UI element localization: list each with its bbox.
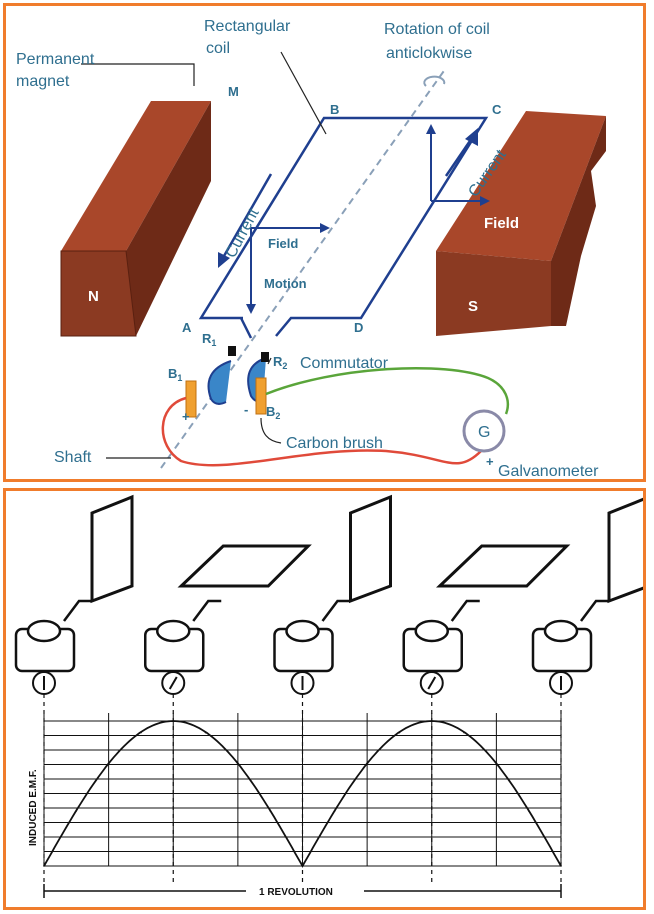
green-wire [265,366,510,415]
emf-point [172,720,175,722]
emf-point [140,731,142,734]
emf-graph: INDUCED E.M.F. 1 REVOLUTION [14,494,643,899]
commutator-ring [156,619,191,643]
y-axis-label: INDUCED E.M.F. [28,769,39,846]
emf-point [301,865,304,867]
coil-stage [402,544,571,886]
corner-d-label: D [354,320,363,335]
corner-b-label: B [330,102,339,117]
shaft-line [160,67,447,469]
x-label-bg [246,883,364,899]
current-arrow-left [222,173,273,257]
emf-point [430,720,433,722]
brush-leader-line [260,417,282,444]
rectangular-coil-label-2: coil [206,40,230,57]
permanent-magnet-label-2: magnet [16,73,70,90]
generator-diagram-panel: N S [3,3,646,482]
rotation-label-1: Rotation of coil [384,21,490,38]
coil-loop [607,497,643,604]
emf-point [334,810,336,812]
emf-point [366,762,368,764]
rectangular-coil-label-1: Rectangular [204,18,291,35]
emf-point [463,731,465,734]
commutator-label: Commutator [300,355,389,372]
corner-a-label: A [182,320,192,335]
coil-loop [177,544,312,588]
coil-loop [349,494,392,604]
coil-loop [90,494,134,604]
commutator-ring [414,619,449,643]
commutator [207,346,269,405]
corner-c-label: C [492,102,502,117]
generator-diagram: N S [16,18,606,479]
coil-leader-line [280,51,327,135]
commutator-leader-line [267,357,272,365]
emf-point [107,762,110,764]
galvanometer-symbol: G [478,424,490,441]
emf-point [495,762,498,764]
commutator-ring [26,619,62,643]
corner-m-label: M [228,84,239,99]
magnet-leader-line [81,63,195,86]
carbon-brush-label: Carbon brush [286,435,383,452]
commutator-ring [285,619,320,643]
emf-point [237,762,239,764]
north-pole-label: N [88,288,99,305]
b2-label: B2 [266,404,280,421]
south-pole-label: S [468,298,478,315]
galvanometer-icon [462,409,506,453]
galvanometer-plus-label: + [486,454,494,469]
minus-sign-label: - [244,402,248,417]
emf-points [43,720,562,867]
rotation-arc-icon [423,75,446,87]
coil-stage [531,497,643,886]
current-arrow-right [444,137,474,177]
emf-point [398,731,401,734]
commutator-ring [543,619,579,643]
emf-point [527,810,530,812]
r2-label: R2 [273,354,287,371]
coil-stages [14,494,643,886]
motion-label: Motion [264,276,307,291]
galvanometer-needle [427,676,437,690]
graph-grid [43,713,562,867]
emf-point [75,810,78,812]
rectangular-coil [198,116,489,339]
b1-label: B1 [168,366,182,383]
galvanometer-label: Galvanometer [498,463,599,479]
emf-point [204,731,207,734]
plus-sign-label: + [182,409,190,424]
shaft-label: Shaft [54,449,92,466]
x-axis-label: 1 REVOLUTION [259,887,333,898]
north-magnet: N [60,101,211,337]
south-magnet: S [436,111,606,336]
galvanometer-needle [168,676,178,690]
carbon-brush-b2 [255,377,267,415]
coil-loop [436,544,571,588]
field-label-right: Field [484,215,519,232]
field-label-inner: Field [268,236,298,251]
red-wire [161,396,482,467]
emf-point [269,810,271,812]
rotation-label-2: anticlokwise [386,45,472,62]
emf-graph-panel: INDUCED E.M.F. 1 REVOLUTION [3,488,646,910]
coil-stage [273,494,392,886]
emf-point [560,865,562,867]
emf-point [43,865,45,867]
permanent-magnet-label-1: Permanent [16,51,95,68]
r1-label: R1 [202,331,216,348]
